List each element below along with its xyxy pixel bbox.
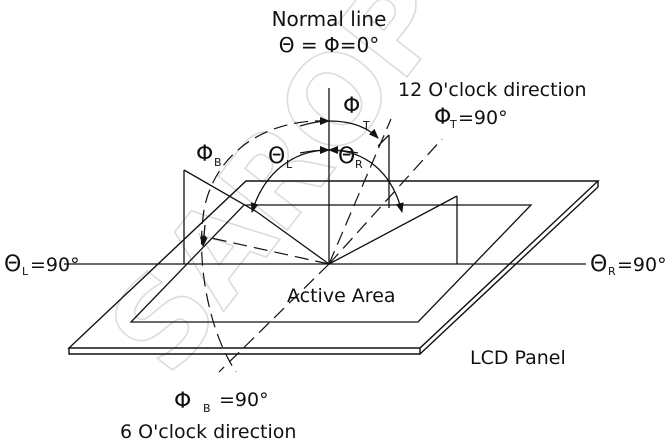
theta-l-arc-top: [299, 146, 330, 155]
right-axis-symbol: Θ: [590, 252, 607, 277]
right-axis-sub: R: [608, 265, 616, 278]
theta-r-arc-top: [328, 146, 359, 155]
watermark-text: SAROPTR: [83, 0, 584, 398]
six-oclock-label: 6 O'clock direction: [120, 421, 296, 443]
phi-t-arc: [328, 120, 379, 139]
phi-b-value-label: Φ B =90°: [174, 389, 269, 415]
phi-b-arc: [200, 120, 330, 373]
left-axis-symbol: Θ: [4, 252, 21, 277]
phi-t-value-text: =90°: [458, 107, 508, 129]
theta-l-angle-label: Θ L: [268, 144, 293, 171]
phi-t-value-symbol: Φ: [434, 105, 451, 130]
active-area: [129, 204, 533, 323]
lcd-panel: [67, 180, 600, 355]
twelve-oclock-label: 12 O'clock direction: [398, 79, 587, 101]
theta-l-angle-symbol: Θ: [268, 144, 285, 169]
theta-r-angle-symbol: Θ: [338, 144, 355, 169]
phi-b-value-text: =90°: [219, 389, 269, 411]
phi-b-angle-label: Φ B: [196, 142, 222, 169]
right-axis-label: Θ R =90°: [590, 252, 667, 278]
phi-t-angle-label: Φ T: [343, 94, 370, 132]
normal-line-equation: Θ = Φ=0°: [279, 33, 379, 57]
phi-t-angle-symbol: Φ: [343, 94, 360, 119]
right-axis-value: =90°: [617, 254, 667, 276]
dashed-guides: [201, 118, 443, 373]
watermark: SAROPTR: [83, 0, 586, 399]
phi-t-value-sub: T: [449, 118, 457, 131]
phi-b-value-symbol: Φ: [174, 389, 191, 414]
active-area-label: Active Area: [287, 285, 396, 307]
phi-t-arc-left: [299, 117, 330, 127]
left-axis-label: Θ L =90°: [4, 252, 80, 278]
theta-r-angle-sub: R: [355, 158, 363, 171]
phi-t-value-label: Φ T =90°: [434, 105, 508, 131]
normal-line-title: Normal line: [272, 7, 387, 31]
theta-r-angle-label: Θ R: [338, 144, 363, 171]
theta-l-angle-sub: L: [286, 158, 293, 171]
left-axis-sub: L: [22, 265, 29, 278]
phi-t-angle-sub: T: [362, 119, 370, 132]
lcd-panel-label: LCD Panel: [470, 347, 566, 369]
left-axis-value: =90°: [30, 254, 80, 276]
phi-b-angle-symbol: Φ: [196, 142, 213, 167]
phi-b-angle-sub: B: [214, 156, 222, 169]
phi-b-arrow: [199, 224, 208, 247]
phi-b-value-sub: B: [203, 402, 211, 415]
